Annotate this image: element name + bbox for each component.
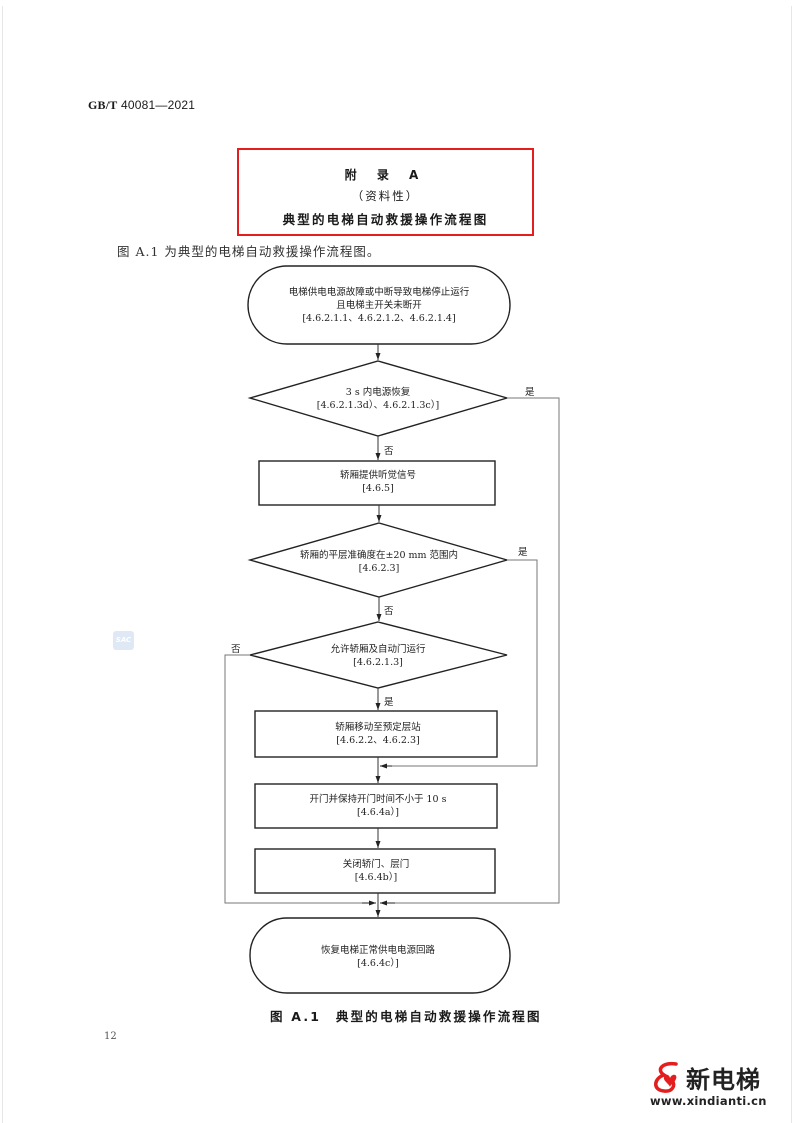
step-1-ref: [4.6.5]	[362, 483, 394, 494]
step-4-ref: [4.6.4b）]	[354, 872, 398, 883]
decision-2-line1: 轿厢的平层准确度在±20 mm 范围内	[299, 550, 459, 561]
loop-d1-yes	[386, 397, 560, 904]
decision-1-ref: [4.6.2.1.3d）、4.6.2.1.3c）]	[316, 400, 440, 411]
sac-logo: SAC	[113, 631, 134, 650]
decision-3-text: 允许轿厢及自动门运行 [4.6.2.1.3]	[330, 643, 425, 669]
annex-title: 附 录 A	[344, 168, 427, 182]
step-4-text: 关闭轿门、层门 [4.6.4b）]	[343, 858, 410, 884]
step-4-box	[254, 848, 496, 894]
end-text: 恢复电梯正常供电电源回路 [4.6.4c）]	[321, 944, 435, 970]
watermark-logo-icon	[654, 1061, 678, 1093]
page-edge-left	[2, 6, 3, 1123]
end-terminator	[249, 917, 511, 994]
annex-type: （资料性）	[351, 189, 420, 203]
step-2-text: 轿厢移动至预定层站 [4.6.2.2、4.6.2.3]	[335, 721, 421, 747]
step-3-ref: [4.6.4a）]	[356, 807, 399, 818]
decision-3-ref: [4.6.2.1.3]	[353, 657, 403, 668]
start-line2: 且电梯主开关未断开	[336, 300, 422, 311]
loop-d3-no	[224, 654, 368, 904]
watermark-name: 新电梯	[686, 1066, 761, 1094]
step-4-line1: 关闭轿门、层门	[342, 859, 410, 870]
watermark-url: www.xindianti.cn	[650, 1094, 767, 1108]
step-3-line1: 开门并保持开门时间不小于 10 s	[309, 794, 447, 805]
page-edge-right	[791, 6, 792, 1123]
decision-1-line1: 3 s 内电源恢复	[345, 387, 411, 398]
page-number: 12	[104, 1031, 117, 1042]
start-text: 电梯供电电源故障或中断导致电梯停止运行 且电梯主开关未断开 [4.6.2.1.1…	[289, 286, 470, 325]
step-2-line1: 轿厢移动至预定层站	[335, 722, 421, 733]
decision-3-no-label: 否	[231, 644, 241, 655]
decision-2-no-label: 否	[384, 606, 394, 617]
step-1-box	[258, 460, 496, 506]
decision-1-yes-label: 是	[525, 387, 535, 398]
intro-text: 图 A.1 为典型的电梯自动救援操作流程图。	[117, 244, 381, 259]
decision-3-line1: 允许轿厢及自动门运行	[330, 644, 426, 655]
figure-caption: 图 A.1 典型的电梯自动救援操作流程图	[270, 1009, 542, 1024]
start-line1: 电梯供电电源故障或中断导致电梯停止运行	[288, 287, 470, 298]
annex-heading-highlight: 附 录 A （资料性） 典型的电梯自动救援操作流程图	[237, 148, 534, 236]
standard-prefix: GB/T	[88, 98, 118, 112]
step-2-ref: [4.6.2.2、4.6.2.3]	[336, 735, 420, 746]
annex-name: 典型的电梯自动救援操作流程图	[282, 212, 489, 227]
step-1-line1: 轿厢提供听觉信号	[339, 470, 417, 481]
decision-3-yes-label: 是	[384, 697, 394, 708]
decision-1-no-label: 否	[384, 446, 394, 457]
start-terminator	[247, 265, 511, 345]
step-3-box	[254, 783, 498, 829]
decision-2-ref: [4.6.2.3]	[358, 563, 400, 574]
step-2-box	[254, 710, 498, 758]
loop-d2-yes	[390, 559, 538, 767]
decision-2-yes-label: 是	[518, 547, 528, 558]
watermark: 新电梯 www.xindianti.cn	[650, 1060, 790, 1115]
step-1-text: 轿厢提供听觉信号 [4.6.5]	[340, 469, 416, 495]
decision-1-text: 3 s 内电源恢复 [4.6.2.1.3d）、4.6.2.1.3c）]	[317, 386, 439, 412]
end-ref: [4.6.4c）]	[357, 958, 399, 969]
decision-2-text: 轿厢的平层准确度在±20 mm 范围内 [4.6.2.3]	[300, 549, 458, 575]
standard-code: GB/T 40081—2021	[88, 98, 195, 113]
step-3-text: 开门并保持开门时间不小于 10 s [4.6.4a）]	[309, 793, 446, 819]
standard-number: 40081—2021	[121, 98, 196, 112]
start-ref: [4.6.2.1.1、4.6.2.1.2、4.6.2.1.4]	[302, 313, 456, 324]
end-line1: 恢复电梯正常供电电源回路	[320, 945, 436, 956]
